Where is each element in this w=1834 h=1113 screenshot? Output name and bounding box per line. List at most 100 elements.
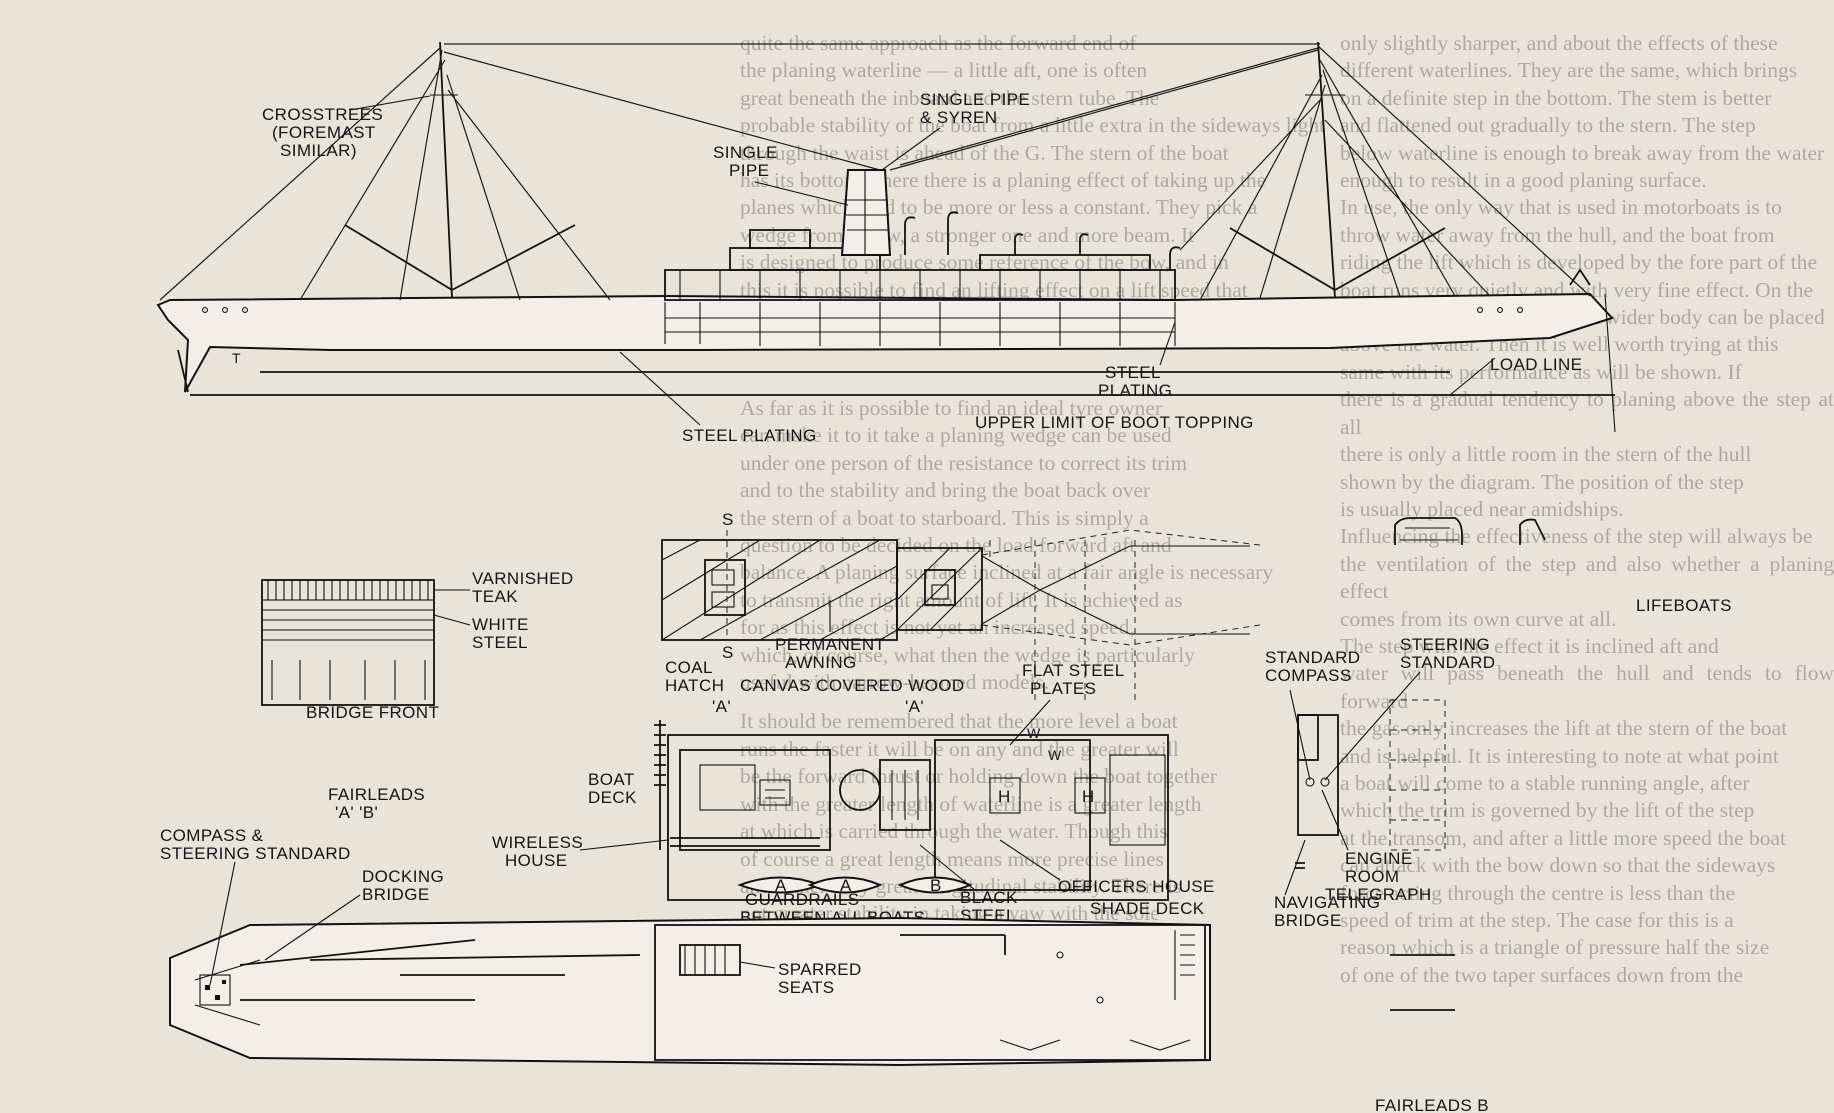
deck-plan: COMPASS & STEERING STANDARD DOCKING BRID…	[160, 826, 1211, 1067]
label-shade-deck: SHADE DECK	[1090, 899, 1205, 918]
article-line: balance. A planing surface inclined at a…	[740, 560, 1274, 585]
label-varnished-teak: VARNISHED TEAK	[472, 569, 579, 606]
section-s-bottom: S	[722, 643, 734, 662]
article-line: through the waist is ahead of the G. The…	[740, 140, 1229, 165]
article-line: is usually placed near amidships.	[1340, 496, 1624, 521]
article-line: enough to result in a good planing surfa…	[1340, 168, 1707, 193]
article-line: can attack with the bow down so that the…	[1340, 853, 1776, 878]
label-fairleads: FAIRLEADS 'A' 'B'	[328, 785, 430, 822]
article-line: below waterline is enough to break away …	[1340, 140, 1825, 165]
hull-outline	[156, 292, 1614, 393]
rigging	[159, 43, 1591, 301]
article-line: under one person of the resistance to co…	[740, 450, 1188, 475]
derrick-aft	[1229, 227, 1446, 291]
article-line: shown by the diagram. The position of th…	[1340, 469, 1744, 494]
article-line: which, of course, what then the wedge is…	[740, 642, 1195, 667]
deck-plan-outline	[169, 916, 1211, 1067]
label-steel-plating-lower: STEEL PLATING	[682, 426, 817, 445]
ladder	[1174, 930, 1195, 1000]
navigating-bridge-plan: STANDARD COMPASS STEERING STANDARD ENGIN…	[1265, 635, 1495, 1011]
portholes	[202, 307, 1523, 313]
marker-w1: W	[1027, 725, 1041, 741]
svg-text:B: B	[930, 876, 942, 895]
lifeboat-detail: LIFEBOATS	[1394, 517, 1731, 615]
boat-deck-outline	[667, 734, 1169, 901]
label-steel-plating-upper: STEEL PLATING	[1098, 363, 1172, 400]
svg-text:A: A	[840, 876, 852, 895]
article-line: the stern of a boat to starboard. This i…	[740, 505, 1149, 530]
article-line: a boat will come to a stable running ang…	[1340, 770, 1750, 795]
article-line: comes from its own curve at all.	[1340, 606, 1617, 631]
ventilator	[904, 216, 916, 255]
label-boat-deck: BOAT DECK	[588, 770, 639, 807]
ventilator	[1169, 246, 1181, 270]
label-bridge-front: BRIDGE FRONT	[306, 703, 439, 722]
article-line: has its bottom where there is a planing …	[740, 168, 1267, 193]
article-line: riding the lift which is developed by th…	[1340, 250, 1818, 275]
label-docking-bridge: DOCKING BRIDGE	[362, 867, 449, 904]
bridge-front-view: VARNISHED TEAK WHITE STEEL BRIDGE FRONT	[261, 569, 579, 722]
boat-deck-plan: H H W W A A B COAL HATCH CANVAS	[492, 658, 1215, 927]
article-line: useful with narrow-beamed models.	[740, 670, 1050, 695]
funnel-bands	[845, 170, 889, 255]
label-fairleads-b: FAIRLEADS B	[1375, 1096, 1489, 1113]
article-line: water will pass beneath the hull and ten…	[1340, 661, 1834, 713]
officers-house	[934, 739, 1091, 891]
funnel	[840, 169, 892, 256]
derrick-fore	[344, 224, 576, 291]
chartroom-outline	[1389, 699, 1446, 851]
label-engine-room-telegraph: ENGINE ROOM TELEGRAPH	[1325, 849, 1432, 904]
fairleads-detail: FAIRLEADS 'A' 'B'	[328, 785, 430, 822]
compass-marks	[205, 980, 226, 1000]
label-load-line: LOAD LINE	[1490, 355, 1582, 374]
deckhouse-aft	[979, 254, 1151, 271]
davit-2	[1519, 518, 1546, 545]
article-line: throw water away from the hull, and the …	[1340, 222, 1775, 247]
svg-text:A: A	[775, 876, 787, 895]
awning-hatching	[661, 539, 983, 641]
label-a-quote-2: 'A'	[905, 697, 924, 716]
article-line: The step with the effect it is inclined …	[1340, 633, 1719, 658]
article-line: As far as it is possible to find an idea…	[740, 396, 1163, 420]
lifeboat-b	[897, 876, 973, 894]
awning-outline	[661, 539, 898, 641]
ship-profile: T CROSSTREES (FOREMAST SIMILAR) SINGLE P…	[156, 41, 1616, 445]
article-line: can make it to it take a planing wedge c…	[740, 423, 1172, 448]
rail-line	[239, 939, 476, 1001]
awning-plan: S S PERMANENT AWNING	[661, 510, 1261, 700]
foremast	[439, 41, 453, 299]
article-line: speed of trim at the step. The case for …	[1340, 908, 1734, 932]
label-single-pipe: SINGLE PIPE	[713, 143, 783, 180]
rudder	[177, 349, 189, 393]
bridge-house	[749, 229, 811, 249]
shade-deck-house	[654, 924, 1206, 1061]
label-standard-compass: STANDARD COMPASS	[1265, 648, 1366, 685]
article-line: the planing waterline — a little aft, on…	[740, 58, 1148, 83]
ventilator	[947, 211, 959, 255]
label-a-quote-1: 'A'	[712, 697, 731, 716]
lifeboat-a2	[807, 876, 883, 894]
coal-hatch	[699, 764, 756, 811]
label-steering-standard: STEERING STANDARD	[1400, 635, 1495, 672]
mainmast	[1317, 41, 1336, 299]
article-line: wedge from below, a stronger one and mor…	[740, 222, 1195, 247]
article-line: which the trim is governed by the lift o…	[1340, 798, 1755, 823]
davit-1	[1394, 517, 1463, 545]
article-line: of one of the two taper surfaces down fr…	[1340, 962, 1743, 987]
teak-slats	[267, 580, 429, 600]
article-line: It should be remembered that the more le…	[740, 709, 1178, 734]
article-line: there is a gradual tendency to planing a…	[1340, 387, 1834, 439]
article-line: force acting through the centre is less …	[1340, 880, 1736, 905]
hatch-h1	[989, 777, 1021, 814]
label-crosstrees: CROSSTREES (FOREMAST SIMILAR)	[262, 105, 388, 160]
article-line: only slightly sharper, and about the eff…	[1340, 31, 1778, 55]
label-single-pipe-syren: SINGLE PIPE & SYREN	[920, 90, 1035, 127]
article-line: and flattened out gradually to the stern…	[1340, 113, 1756, 138]
label-wireless-house: WIRELESS HOUSE	[492, 833, 588, 870]
label-officers-house: OFFICERS HOUSE	[1058, 877, 1215, 896]
windlass	[1569, 268, 1591, 286]
article-line: be the forward thrust or holding down th…	[740, 764, 1218, 789]
article-line: the ventilation of the step and also whe…	[1340, 551, 1834, 604]
article-line: the gas only increases the lift at the s…	[1340, 716, 1788, 741]
